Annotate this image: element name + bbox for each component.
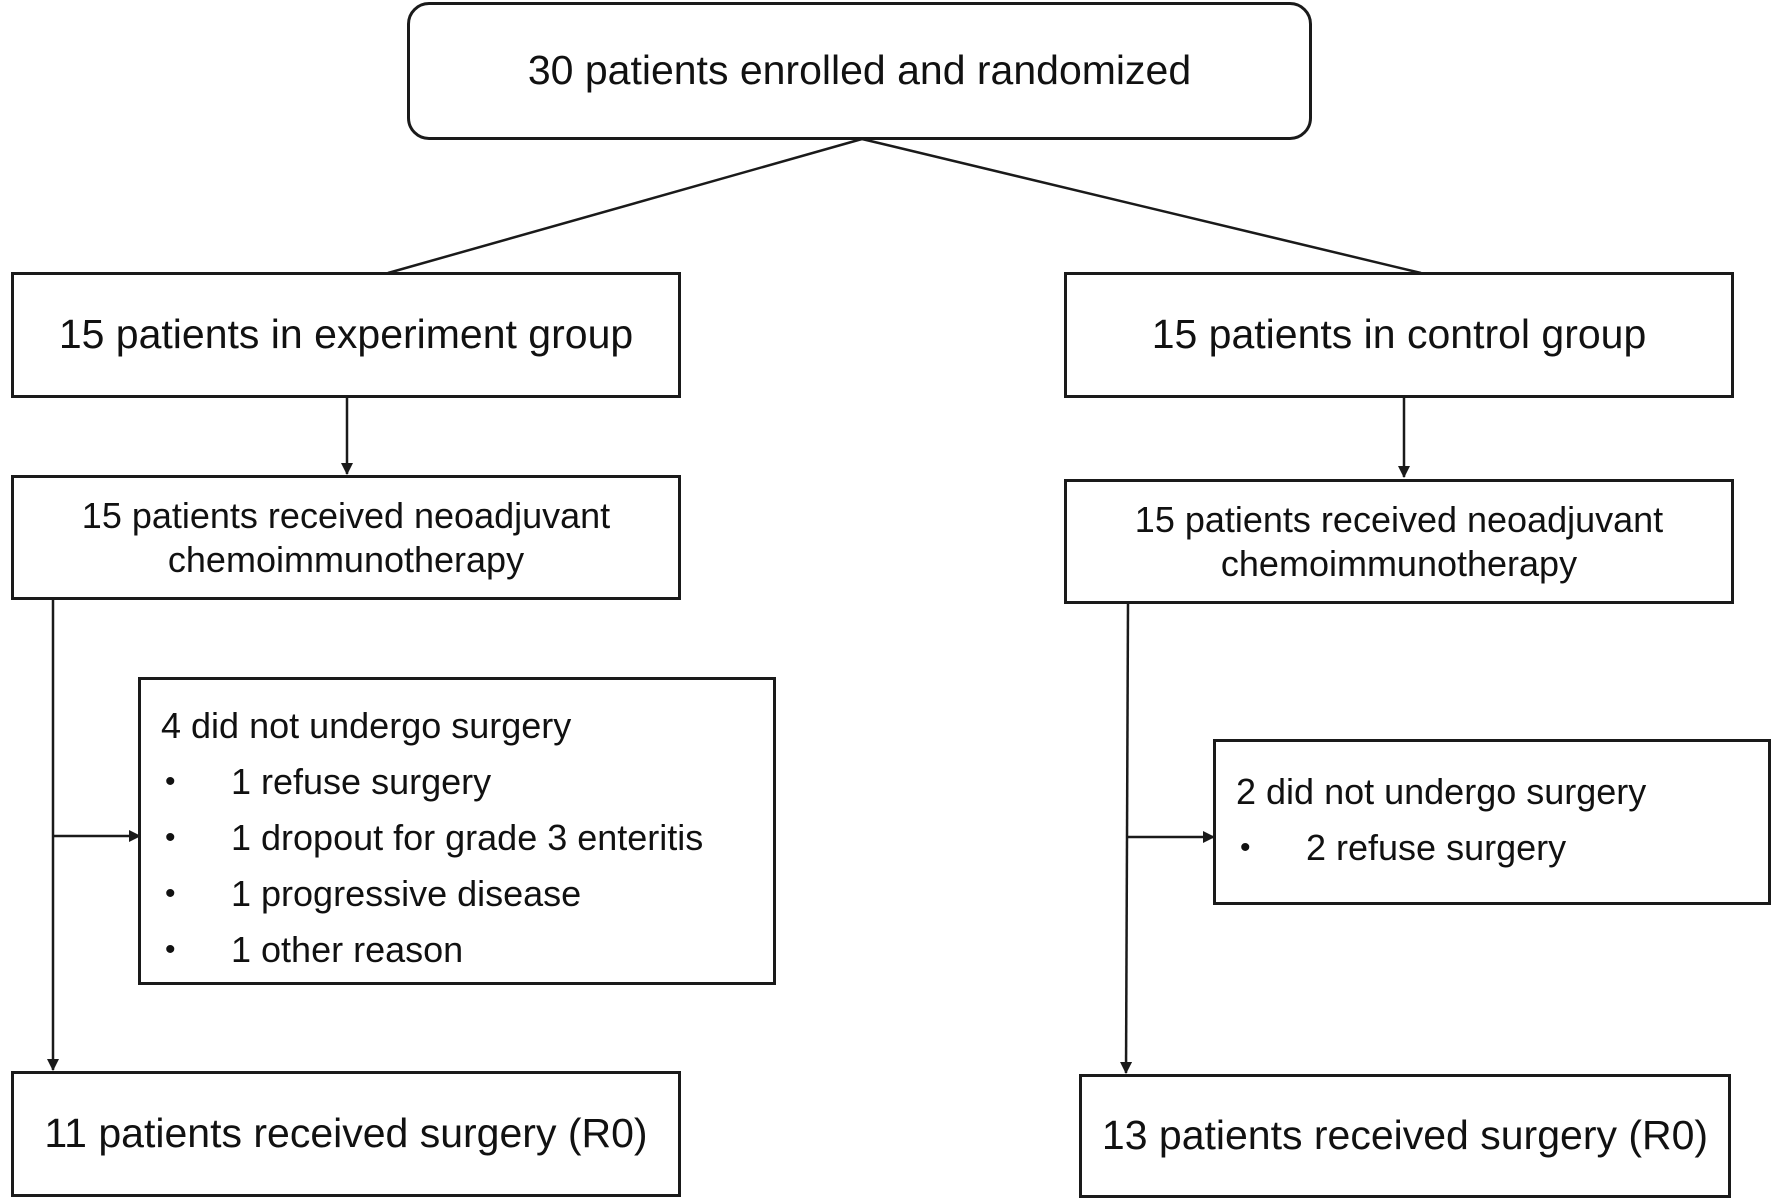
arrow-control-treatment-to-surgery — [1120, 602, 1133, 1074]
control-treatment-box: 15 patients received neoadjuvant chemoim… — [1064, 479, 1734, 604]
bullet-icon: • — [165, 821, 176, 854]
list-item: • 1 refuse surgery — [161, 754, 753, 810]
control-surgery-text: 13 patients received surgery (R0) — [1101, 1112, 1709, 1159]
bullet-icon: • — [165, 765, 176, 798]
control-treatment-line1: 15 patients received neoadjuvant — [1134, 499, 1664, 541]
experiment-exclusion-reasons: • 1 refuse surgery • 1 dropout for grade 3… — [161, 754, 753, 978]
split-line-control — [861, 137, 1422, 275]
reason-text: 1 progressive disease — [231, 873, 582, 914]
list-item: • 1 progressive disease — [161, 866, 753, 922]
experiment-surgery-box: 11 patients received surgery (R0) — [11, 1071, 681, 1197]
control-exclusion-box: 2 did not undergo surgery • 2 refuse surg… — [1213, 739, 1771, 905]
experiment-exclusion-title: 4 did not undergo surgery — [161, 705, 572, 746]
list-item: • 2 refuse surgery — [1236, 820, 1748, 876]
reason-text: 2 refuse surgery — [1306, 827, 1567, 868]
split-line-experiment — [387, 137, 863, 275]
reason-text: 1 refuse surgery — [231, 761, 492, 802]
list-item: • 1 other reason — [161, 922, 753, 978]
control-treatment-line2: chemoimmunotherapy — [1220, 542, 1578, 584]
enrolled-text: 30 patients enrolled and randomized — [527, 47, 1192, 94]
control-group-box: 15 patients in control group — [1064, 272, 1734, 398]
enrolled-box: 30 patients enrolled and randomized — [407, 2, 1312, 140]
experiment-treatment-line1: 15 patients received neoadjuvant — [81, 495, 611, 537]
control-exclusion-title: 2 did not undergo surgery — [1236, 771, 1647, 812]
experiment-treatment-box: 15 patients received neoadjuvant chemoim… — [11, 475, 681, 600]
control-group-text: 15 patients in control group — [1151, 311, 1647, 358]
bullet-icon: • — [1240, 831, 1251, 864]
experiment-treatment-line2: chemoimmunotherapy — [167, 538, 525, 580]
control-exclusion-reasons: • 2 refuse surgery — [1236, 820, 1748, 876]
experiment-group-text: 15 patients in experiment group — [58, 311, 634, 358]
experiment-exclusion-box: 4 did not undergo surgery • 1 refuse surg… — [138, 677, 776, 985]
bullet-icon: • — [165, 933, 176, 966]
reason-text: 1 other reason — [231, 929, 464, 970]
list-item: • 1 dropout for grade 3 enteritis — [161, 810, 753, 866]
control-surgery-box: 13 patients received surgery (R0) — [1079, 1074, 1731, 1198]
experiment-group-box: 15 patients in experiment group — [11, 272, 681, 398]
reason-text: 1 dropout for grade 3 enteritis — [231, 817, 704, 858]
experiment-surgery-text: 11 patients received surgery (R0) — [44, 1110, 648, 1157]
bullet-icon: • — [165, 877, 176, 910]
